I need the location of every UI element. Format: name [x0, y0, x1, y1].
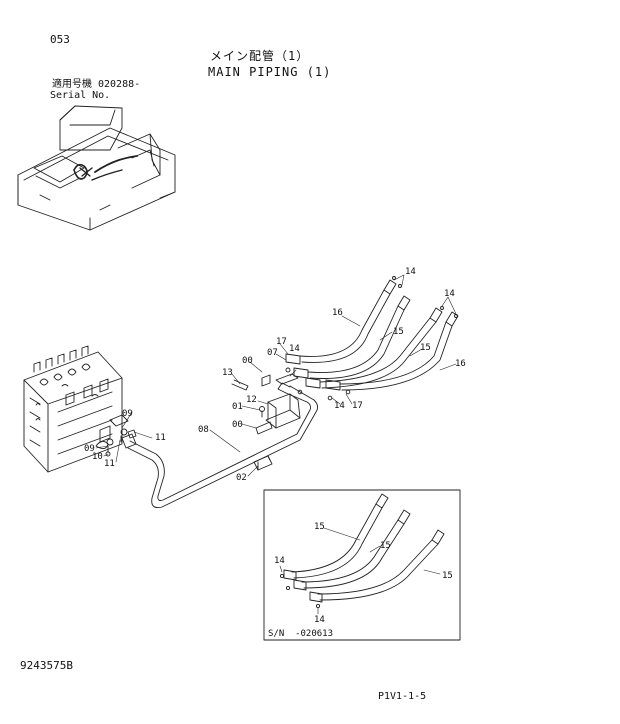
callout-02: 02 — [236, 473, 247, 483]
callout-17-top: 17 — [276, 337, 287, 347]
callout-09-lower: 09 — [84, 444, 95, 454]
callout-00-lower: 00 — [232, 420, 243, 430]
callout-14-upper-a: 14 — [405, 267, 416, 277]
callout-09-upper: 09 — [122, 409, 133, 419]
inset-serial-note: S/N -020613 — [268, 629, 333, 639]
upper-hoses — [285, 276, 459, 401]
serial-label-japanese: 適用号機 — [52, 79, 92, 90]
inset-callout-15-b: 15 — [380, 541, 391, 551]
callout-15-b: 15 — [420, 343, 431, 353]
document-code: 9243575B — [20, 659, 73, 672]
valve-fittings — [105, 428, 137, 457]
serial-value: 020288- — [98, 79, 141, 90]
callout-14-upper-b: 14 — [444, 289, 455, 299]
callout-13: 13 — [222, 368, 233, 378]
main-pipe — [121, 382, 319, 509]
inset-callout-14-b: 14 — [314, 615, 325, 625]
leader-lines — [95, 274, 457, 477]
inset-callout-15-a: 15 — [314, 522, 325, 532]
callout-15-a: 15 — [393, 327, 404, 337]
callout-16-right: 16 — [455, 359, 466, 369]
callout-00-top: 00 — [242, 356, 253, 366]
page-number: 053 — [50, 33, 70, 46]
callout-17-lower: 17 — [352, 401, 363, 411]
machine-overview-illustration — [17, 105, 176, 231]
title-english: MAIN PIPING (1) — [208, 65, 332, 79]
callout-16-left: 16 — [332, 308, 343, 318]
inset-callout-14-a: 14 — [274, 556, 285, 566]
pipe-clamp-bracket — [231, 367, 301, 471]
serial-label-english: Serial No. — [50, 90, 111, 101]
callout-11-upper: 11 — [155, 433, 166, 443]
control-valve-block — [23, 345, 129, 473]
callout-10: 10 — [92, 452, 103, 462]
inset-box — [263, 489, 461, 641]
callout-07: 07 — [267, 348, 278, 358]
callout-11-lower: 11 — [104, 459, 115, 469]
callout-14-center: 14 — [289, 344, 300, 354]
callout-14-lower: 14 — [334, 401, 345, 411]
page-reference: P1V1-1-5 — [378, 691, 427, 702]
callout-labels: 14 14 16 15 15 16 17 14 07 00 13 14 17 1… — [84, 267, 466, 639]
callout-01: 01 — [232, 402, 243, 412]
callout-12: 12 — [246, 395, 257, 405]
title-japanese: メイン配管（1） — [210, 49, 310, 63]
inset-callout-15-c: 15 — [442, 571, 453, 581]
callout-08: 08 — [198, 425, 209, 435]
